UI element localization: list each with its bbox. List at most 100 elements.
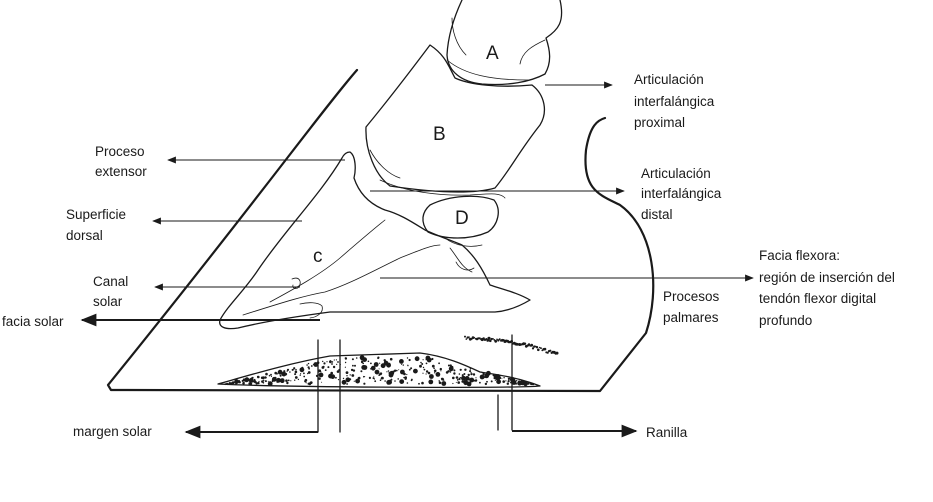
sole-speckle bbox=[303, 375, 306, 378]
sole-speckle bbox=[374, 369, 380, 375]
frog-speckle bbox=[494, 339, 498, 343]
sole-speckle bbox=[310, 365, 313, 367]
sole-speckle bbox=[457, 381, 461, 384]
sole-speckle bbox=[378, 368, 380, 370]
frog-speckle bbox=[492, 338, 494, 340]
sole-speckle bbox=[281, 371, 287, 377]
label-flexor-face: Facia flexora: región de inserción del t… bbox=[759, 248, 899, 328]
sole-speckle bbox=[337, 379, 340, 381]
sole-speckle bbox=[329, 360, 332, 364]
sole-speckle bbox=[431, 376, 433, 378]
sole-speckle bbox=[497, 380, 499, 383]
bone-c-distal-phalanx: c bbox=[219, 151, 531, 330]
sole-speckle bbox=[444, 381, 446, 383]
sole-speckle bbox=[445, 371, 449, 374]
sole-speckle bbox=[438, 381, 442, 385]
sole-speckle bbox=[257, 375, 260, 379]
sole-speckle bbox=[374, 380, 377, 383]
sole-speckle bbox=[428, 379, 434, 385]
sole-speckle bbox=[389, 370, 395, 376]
sole-speckle bbox=[441, 377, 444, 381]
frog-speckle bbox=[546, 351, 549, 354]
sole-speckle bbox=[397, 378, 400, 380]
sole-speckle bbox=[407, 364, 409, 366]
sole-speckle bbox=[408, 368, 411, 371]
sole-speckle bbox=[422, 372, 424, 374]
sole-speckle bbox=[350, 368, 354, 372]
bone-label-d: D bbox=[455, 208, 469, 229]
frog-speckle bbox=[471, 336, 475, 339]
sole-speckle bbox=[336, 363, 338, 365]
frog-speckle bbox=[465, 338, 468, 340]
sole-speckle bbox=[237, 381, 240, 383]
sole-speckle bbox=[303, 372, 305, 375]
sole-speckle bbox=[422, 359, 424, 361]
sole-speckle bbox=[291, 368, 294, 371]
sole-speckle bbox=[368, 376, 371, 379]
sole-speckle bbox=[421, 363, 424, 365]
sole-speckle bbox=[420, 361, 422, 364]
sole-speckle bbox=[287, 379, 290, 382]
sole-speckle bbox=[262, 382, 265, 384]
sole-speckle bbox=[410, 379, 413, 382]
sole-speckle bbox=[309, 381, 313, 384]
sole-speckle bbox=[431, 357, 434, 361]
sole-speckle bbox=[474, 379, 477, 382]
sole-speckle bbox=[242, 378, 246, 382]
sole-speckle bbox=[398, 369, 400, 371]
sole-speckle bbox=[320, 371, 322, 373]
sole-speckle bbox=[367, 360, 370, 363]
sole-speckle bbox=[346, 375, 348, 377]
bone-label-b: B bbox=[433, 124, 446, 145]
sole-speckle bbox=[410, 367, 413, 370]
sole-speckle bbox=[379, 372, 383, 375]
sole-speckle bbox=[264, 380, 267, 383]
sole-speckle bbox=[523, 381, 528, 387]
sole-speckle bbox=[286, 381, 289, 385]
sole-speckle bbox=[299, 374, 301, 376]
sole-speckle bbox=[484, 373, 490, 379]
sole-speckle bbox=[360, 370, 363, 373]
sole-speckle bbox=[459, 368, 462, 371]
sole-speckle bbox=[318, 372, 324, 378]
sole-speckle bbox=[307, 382, 310, 385]
sole-speckle bbox=[492, 374, 495, 377]
sole-speckle bbox=[352, 369, 356, 372]
sole-speckle bbox=[351, 358, 354, 361]
sole-speckle bbox=[402, 364, 404, 366]
sole-speckle bbox=[425, 370, 429, 373]
label-interphalangeal-proximal: Articulación interfalángica proximal bbox=[634, 72, 718, 130]
sole-speckle bbox=[496, 379, 501, 385]
sole-speckle bbox=[466, 381, 469, 383]
bone-label-c: c bbox=[313, 246, 323, 267]
sole-speckle bbox=[285, 379, 288, 383]
sole-speckle bbox=[384, 380, 386, 382]
sole-speckle bbox=[224, 383, 226, 386]
sole-speckle bbox=[438, 362, 440, 365]
sole-speckle bbox=[373, 362, 379, 367]
sole-speckle bbox=[469, 377, 475, 383]
sole-speckle bbox=[274, 371, 278, 375]
sole-speckle bbox=[286, 368, 290, 371]
sole-speckle bbox=[467, 373, 470, 377]
sole-speckle bbox=[290, 380, 292, 382]
sole-speckle bbox=[330, 374, 336, 379]
sole-speckle bbox=[425, 359, 427, 361]
sole-speckle bbox=[449, 364, 452, 367]
sole-speckle bbox=[294, 373, 297, 376]
sole-speckle bbox=[305, 382, 307, 384]
sole-speckle bbox=[493, 376, 496, 380]
sole-speckle bbox=[394, 380, 396, 382]
sole-speckle bbox=[355, 378, 360, 384]
sole-speckle bbox=[265, 372, 268, 376]
labels: Articulación interfalángica proximal Art… bbox=[2, 72, 899, 440]
sole-speckle bbox=[426, 357, 432, 363]
sole-speckle bbox=[520, 383, 522, 385]
sole-speckle bbox=[401, 363, 403, 365]
sole-speckle bbox=[461, 374, 464, 377]
sole-speckle bbox=[282, 378, 284, 380]
sole-speckle bbox=[331, 361, 334, 363]
sole-speckle bbox=[242, 380, 244, 383]
sole-speckle bbox=[323, 362, 326, 365]
sole-speckle bbox=[252, 381, 254, 383]
